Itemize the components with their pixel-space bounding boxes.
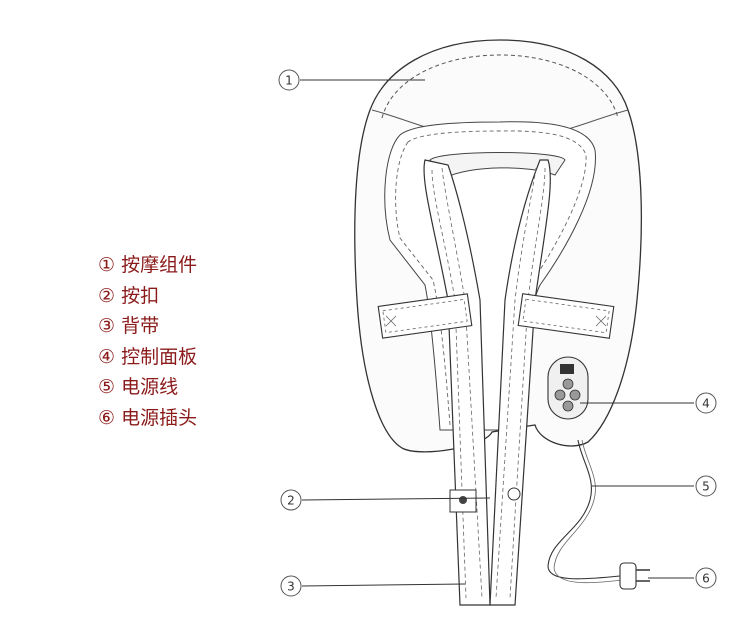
callout-circle-1 bbox=[278, 69, 300, 91]
callout-circle-2 bbox=[280, 489, 302, 511]
neck-handle-loop bbox=[429, 152, 566, 179]
control-panel-display bbox=[560, 364, 574, 374]
left-cross-belt bbox=[377, 293, 473, 339]
power-plug bbox=[619, 562, 650, 590]
right-cross-belt-stitching bbox=[522, 298, 610, 334]
legend-item-1: ① 按摩组件 bbox=[98, 250, 197, 281]
right-cross-belt bbox=[517, 293, 615, 339]
callout-number-4: 4 bbox=[702, 397, 710, 411]
control-button bbox=[562, 378, 574, 390]
right-strap bbox=[489, 159, 551, 606]
control-button bbox=[554, 389, 566, 401]
power-cord-strand bbox=[553, 439, 623, 584]
callout-number-1: 1 bbox=[285, 74, 293, 88]
right-belt-x-mark bbox=[595, 315, 607, 327]
left-snap-button bbox=[459, 496, 467, 504]
callout-number-3: 3 bbox=[287, 580, 295, 594]
callout-number-5: 5 bbox=[702, 480, 710, 494]
legend-number: ⑥ bbox=[98, 406, 116, 429]
legend-number: ④ bbox=[98, 345, 116, 368]
legend-item-6: ⑥ 电源插头 bbox=[98, 403, 197, 434]
left-belt-x-mark bbox=[385, 315, 397, 327]
legend-item-4: ④ 控制面板 bbox=[98, 342, 197, 373]
legend-number: ⑤ bbox=[98, 376, 116, 399]
legend-item-3: ③ 背带 bbox=[98, 311, 197, 342]
callout-number-2: 2 bbox=[287, 494, 295, 508]
control-button bbox=[562, 400, 574, 412]
parts-legend: ① 按摩组件 ② 按扣 ③ 背带 ④ 控制面板 ⑤ 电源线 ⑥ 电源插头 bbox=[98, 250, 197, 434]
legend-label: 电源线 bbox=[121, 376, 179, 399]
top-pad-stitching bbox=[381, 54, 619, 119]
left-strap-stitching bbox=[431, 167, 483, 599]
leader-line-3 bbox=[301, 583, 466, 587]
legend-number: ① bbox=[98, 254, 116, 276]
legend-item-2: ② 按扣 bbox=[98, 281, 197, 312]
right-strap-stitching bbox=[495, 167, 546, 599]
callout-circle-5 bbox=[695, 475, 717, 497]
control-button bbox=[569, 389, 581, 401]
legend-label: 背带 bbox=[121, 315, 160, 338]
legend-label: 按摩组件 bbox=[121, 254, 198, 276]
left-cross-belt-stitching bbox=[382, 298, 468, 334]
callout-number-6: 6 bbox=[702, 572, 710, 586]
callout-circle-6 bbox=[695, 567, 717, 589]
right-snap-button bbox=[507, 487, 521, 501]
legend-number: ② bbox=[98, 284, 116, 307]
callout-circle-4 bbox=[695, 392, 717, 414]
legend-number: ③ bbox=[98, 315, 116, 338]
legend-item-5: ⑤ 电源线 bbox=[98, 372, 197, 403]
legend-label: 控制面板 bbox=[121, 345, 198, 368]
power-cord bbox=[547, 439, 621, 580]
legend-label: 按扣 bbox=[121, 284, 160, 307]
control-panel bbox=[547, 356, 589, 420]
leader-line-2 bbox=[301, 497, 491, 501]
legend-label: 电源插头 bbox=[121, 406, 198, 429]
callout-circle-3 bbox=[280, 575, 302, 597]
plug-body bbox=[619, 562, 637, 590]
